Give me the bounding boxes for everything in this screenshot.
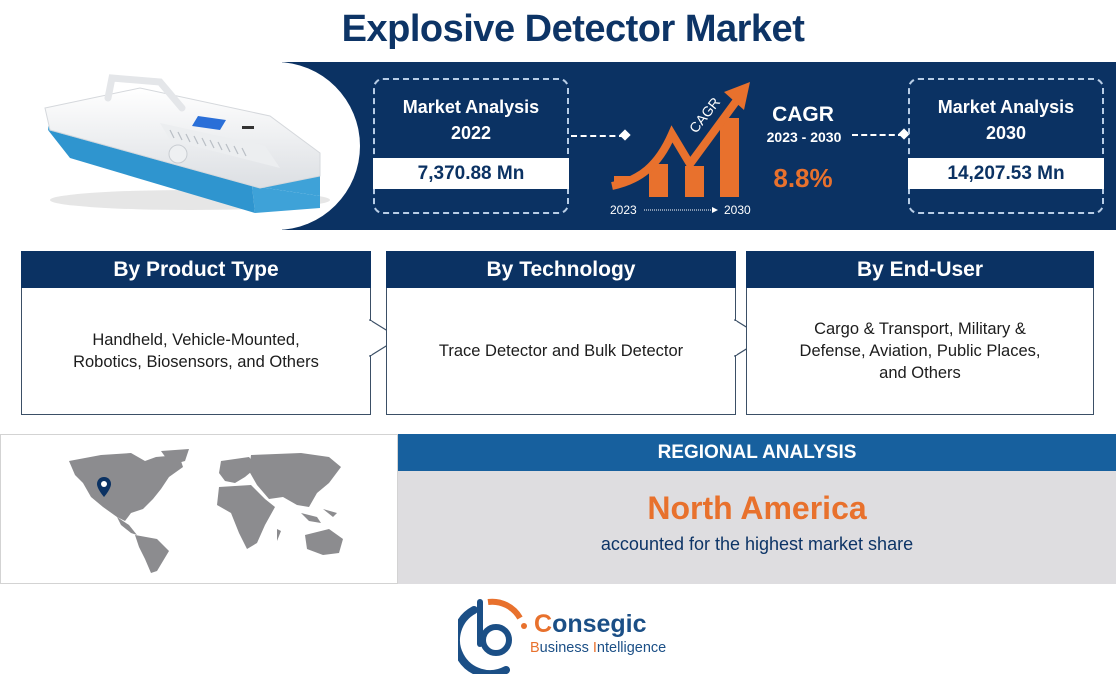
label-line: Market Analysis — [402, 97, 540, 117]
segment-end-user: By End-User Cargo & Transport, Military … — [746, 251, 1094, 415]
cagr-year-range: 2023 - 2030 — [766, 129, 842, 145]
connector-right — [852, 134, 904, 136]
page-title: Explosive Detector Market — [341, 8, 805, 50]
label-year: 2022 — [450, 123, 492, 143]
label-line: Market Analysis — [937, 97, 1075, 117]
consegic-logo: Consegic Business Intelligence — [458, 596, 698, 674]
segment-product-type: By Product Type Handheld, Vehicle-Mounte… — [21, 251, 371, 415]
cagr-title: CAGR — [772, 103, 834, 126]
segment-body: Cargo & Transport, Military & Defense, A… — [746, 288, 1094, 415]
cagr-value: 8.8% — [773, 163, 833, 193]
world-map-panel — [0, 434, 398, 584]
location-pin-icon — [97, 477, 111, 497]
segment-technology: By Technology Trace Detector and Bulk De… — [386, 251, 736, 415]
market-2030-value: 14,207.53 Mn — [908, 158, 1104, 189]
market-analysis-2030-label: Market Analysis 2030 — [910, 94, 1102, 146]
market-2022-value: 7,370.88 Mn — [373, 158, 569, 189]
consegic-logo-mark-icon — [458, 598, 527, 674]
logo-tagline: Business Intelligence — [530, 640, 667, 656]
regional-analysis-panel: REGIONAL ANALYSIS North America accounte… — [398, 434, 1116, 584]
market-analysis-2030-card: Market Analysis 2030 14,207.53 Mn — [908, 78, 1104, 214]
connector-left — [571, 135, 625, 137]
market-analysis-2022-label: Market Analysis 2022 — [375, 94, 567, 146]
segment-body: Handheld, Vehicle-Mounted, Robotics, Bio… — [21, 288, 371, 415]
market-analysis-2022-card: Market Analysis 2022 7,370.88 Mn — [373, 78, 569, 214]
label-year: 2030 — [985, 123, 1027, 143]
cagr-growth-chart-icon: CAGR 2023 2030 — [610, 82, 751, 217]
regional-analysis-heading: REGIONAL ANALYSIS — [398, 434, 1116, 471]
cagr-graphic-start-year: 2023 — [610, 203, 637, 217]
leading-region-note: accounted for the highest market share — [600, 534, 914, 554]
segment-heading: By Product Type — [21, 251, 371, 288]
explosive-detector-device-image — [44, 74, 330, 213]
chevron-right-icon — [369, 318, 401, 358]
segment-heading: By Technology — [386, 251, 736, 288]
world-map-icon — [69, 449, 343, 573]
cagr-graphic-end-year: 2030 — [724, 203, 751, 217]
logo-name: Consegic — [534, 610, 647, 638]
leading-region: North America — [647, 490, 867, 526]
segment-body: Trace Detector and Bulk Detector — [386, 288, 736, 415]
segment-heading: By End-User — [746, 251, 1094, 288]
